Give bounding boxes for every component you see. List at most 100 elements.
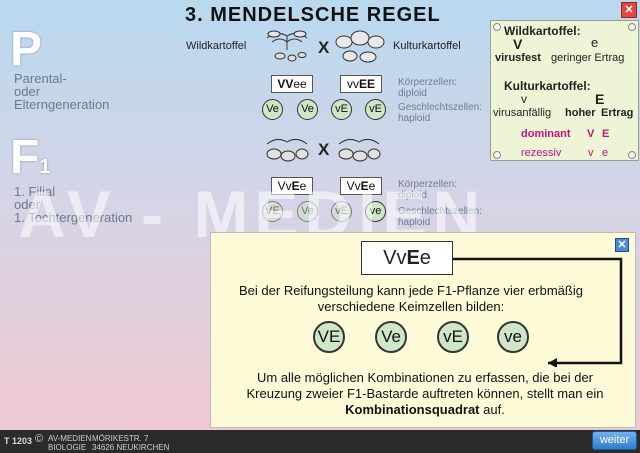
footer-code: T 1203 (4, 436, 33, 446)
f1-geschlechtszellen-label: Geschlechtszellen: haploid (398, 206, 482, 228)
footer-address-line: MÖRIKESTR. 7 (92, 434, 149, 443)
f1-label-line: oder (14, 197, 41, 212)
f1-cross-symbol: X (318, 140, 330, 159)
allele: E (291, 179, 300, 193)
corner-icon (628, 151, 636, 159)
popup-text-2-end: auf. (479, 402, 505, 417)
allele: e (419, 247, 431, 269)
parental-label-line: oder (14, 84, 41, 99)
footer-company-line: AV-MEDIEN (48, 434, 92, 443)
allele: v (285, 179, 292, 193)
f1-genotype-right: VvEe (340, 177, 382, 195)
parental-label-line: Elterngeneration (14, 97, 110, 112)
f1-gamete: VE (262, 201, 283, 222)
genotype-dominant-part: VV (277, 77, 294, 91)
popup-text-2-main: Um alle möglichen Kombinationen zu erfas… (246, 370, 604, 401)
f1-potato-plant-icon (338, 138, 381, 162)
label-line: Körperzellen: (398, 77, 457, 88)
p-gamete: Ve (262, 99, 283, 120)
f1-koerperzellen-label: Körperzellen: diploid (398, 179, 457, 201)
allele: V (277, 179, 286, 193)
legend-kultur-E: E (595, 91, 605, 107)
allele: v (396, 247, 407, 269)
legend-dominant-E: E (602, 128, 610, 140)
footer-bar: T 1203 © AV-MEDIEN BIOLOGIE MÖRIKESTR. 7… (0, 430, 640, 453)
wild-potato-plant-icon (266, 30, 308, 62)
corner-icon (628, 23, 636, 31)
cultivated-potato-plant-icon (335, 30, 385, 63)
label-line: diploid (398, 190, 427, 201)
f1-subscript: 1 (39, 156, 51, 178)
legend-wild-e: e (591, 35, 599, 50)
info-popup: ✕ VvEe Bei der Reifungsteilung kann jede… (210, 232, 636, 428)
popup-text-2: Um alle möglichen Kombinationen zu erfas… (231, 370, 619, 418)
corner-icon (493, 151, 501, 159)
p-geschlechtszellen-label: Geschlechtszellen: haploid (398, 102, 482, 124)
footer-copyright: © (35, 433, 44, 445)
allele: V (346, 179, 355, 193)
parental-label-line: Parental- (14, 71, 67, 86)
legend-rezessiv-v: v (588, 147, 594, 159)
legend-dominant-V: V (587, 128, 595, 140)
footer-company-line: BIOLOGIE (48, 443, 87, 452)
allele: v (354, 179, 361, 193)
label-line: haploid (398, 113, 431, 124)
f1-letter-main: F (10, 131, 40, 184)
f1-letter: F1 (10, 130, 50, 185)
f1-label: 1. Filial oder 1. Tochtergeneration (14, 185, 132, 224)
legend-wild-desc2: geringer Ertrag (551, 52, 625, 64)
legend-rezessiv-e: e (602, 147, 609, 159)
close-icon: ✕ (617, 239, 627, 251)
legend-kultur-desc2: hoher (565, 107, 596, 119)
label-line: diploid (398, 88, 427, 99)
p-koerperzellen-label: Körperzellen: diploid (398, 77, 457, 99)
window-close-button[interactable]: ✕ (621, 2, 637, 18)
legend-kultur-desc3: Ertrag (601, 107, 634, 119)
f1-gamete: Ve (297, 201, 318, 222)
legend-rezessiv-label: rezessiv (521, 147, 562, 159)
legend-wild-desc1: virusfest (495, 52, 541, 64)
allele: E (360, 179, 369, 193)
cross-symbol: X (318, 38, 330, 57)
f1-genotype-left: VvEe (271, 177, 313, 195)
f1-gamete: ve (365, 201, 386, 222)
popup-gamete: Ve (375, 321, 407, 353)
label-line: Geschlechtszellen: (398, 102, 482, 113)
p-genotype-kultur: vvEE (340, 75, 382, 93)
p-gamete: vE (365, 99, 386, 120)
f1-gamete: vE (331, 201, 352, 222)
popup-gamete: ve (497, 321, 529, 353)
legend-kultur-desc1: virusanfällig (493, 107, 552, 119)
allele: V (383, 247, 397, 269)
p-gamete: vE (331, 99, 352, 120)
page-title: 3. MENDELSCHE REGEL (185, 4, 441, 26)
legend-kultur-v: v (521, 92, 527, 106)
genotype-recessive-part: ee (293, 77, 307, 91)
label-line: Geschlechtszellen: (398, 206, 482, 217)
footer-address: MÖRIKESTR. 7 34626 NEUKIRCHEN (92, 434, 169, 452)
legend-dominant-label: dominant (521, 128, 571, 140)
footer-address-line: 34626 NEUKIRCHEN (92, 443, 170, 452)
parental-label: Parental- oder Elterngeneration (14, 72, 109, 111)
label-line: Körperzellen: (398, 179, 457, 190)
legend-box: Wildkartoffel: V e virusfest geringer Er… (490, 20, 639, 161)
p-gamete: Ve (297, 99, 318, 120)
p-genotype-wild: VVee (271, 75, 313, 93)
genotype-dominant-part: EE (358, 77, 375, 91)
wildkartoffel-label: Wildkartoffel (186, 40, 247, 52)
label-line: haploid (398, 217, 431, 228)
f1-label-line: 1. Tochtergeneration (14, 210, 133, 225)
parental-letter: P (10, 23, 43, 76)
legend-wild-V: V (513, 36, 523, 52)
f1-potato-plant-icon (266, 138, 309, 162)
popup-text-1: Bei der Reifungsteilung kann jede F1-Pfl… (239, 283, 583, 314)
popup-close-button[interactable]: ✕ (615, 238, 629, 252)
allele: e (299, 179, 307, 193)
legend-kultur-title: Kulturkartoffel: (504, 79, 591, 93)
corner-icon (493, 23, 501, 31)
popup-gamete: VE (313, 321, 345, 353)
kulturkartoffel-label: Kulturkartoffel (393, 40, 461, 52)
allele: E (406, 247, 420, 269)
next-button[interactable]: weiter (592, 431, 637, 450)
allele: e (368, 179, 376, 193)
